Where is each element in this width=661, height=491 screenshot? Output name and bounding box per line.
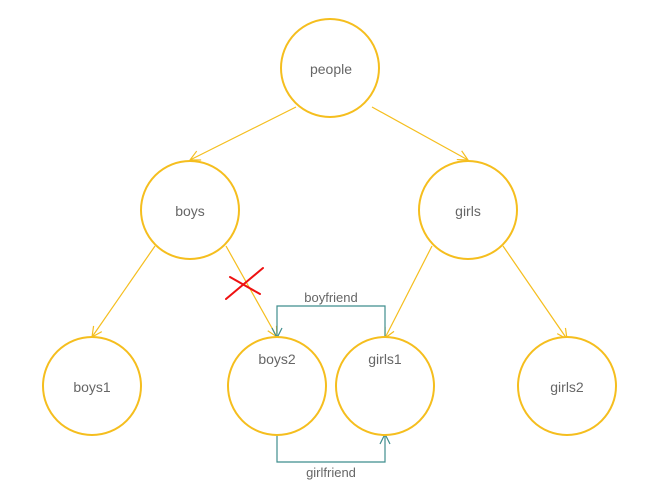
label-boys1: boys1 <box>73 379 111 395</box>
node-girls1 <box>335 336 435 436</box>
node-girls <box>418 160 518 260</box>
node-people <box>280 18 380 118</box>
node-boys <box>140 160 240 260</box>
label-people: people <box>310 61 352 77</box>
label-girlfriend: girlfriend <box>306 465 356 480</box>
label-girls: girls <box>455 203 481 219</box>
edge-people-girls <box>371 106 468 160</box>
label-girls2: girls2 <box>550 379 584 395</box>
edge-boys-boys1 <box>92 245 156 337</box>
node-girls2 <box>517 336 617 436</box>
edge-girls-girls2 <box>502 245 567 339</box>
edge-boys-boys2 <box>225 245 277 337</box>
edge-boyfriend <box>277 305 386 340</box>
node-boys1 <box>42 336 142 436</box>
node-boys2 <box>227 336 327 436</box>
edge-girlfriend <box>276 434 385 463</box>
label-boys2: boys2 <box>258 351 296 367</box>
edge-girls-girls1 <box>385 245 433 338</box>
label-girls1: girls1 <box>368 351 402 367</box>
label-boys: boys <box>175 203 205 219</box>
label-boyfriend: boyfriend <box>304 290 357 305</box>
cross-mark <box>225 267 264 300</box>
edge-people-boys <box>190 106 297 160</box>
